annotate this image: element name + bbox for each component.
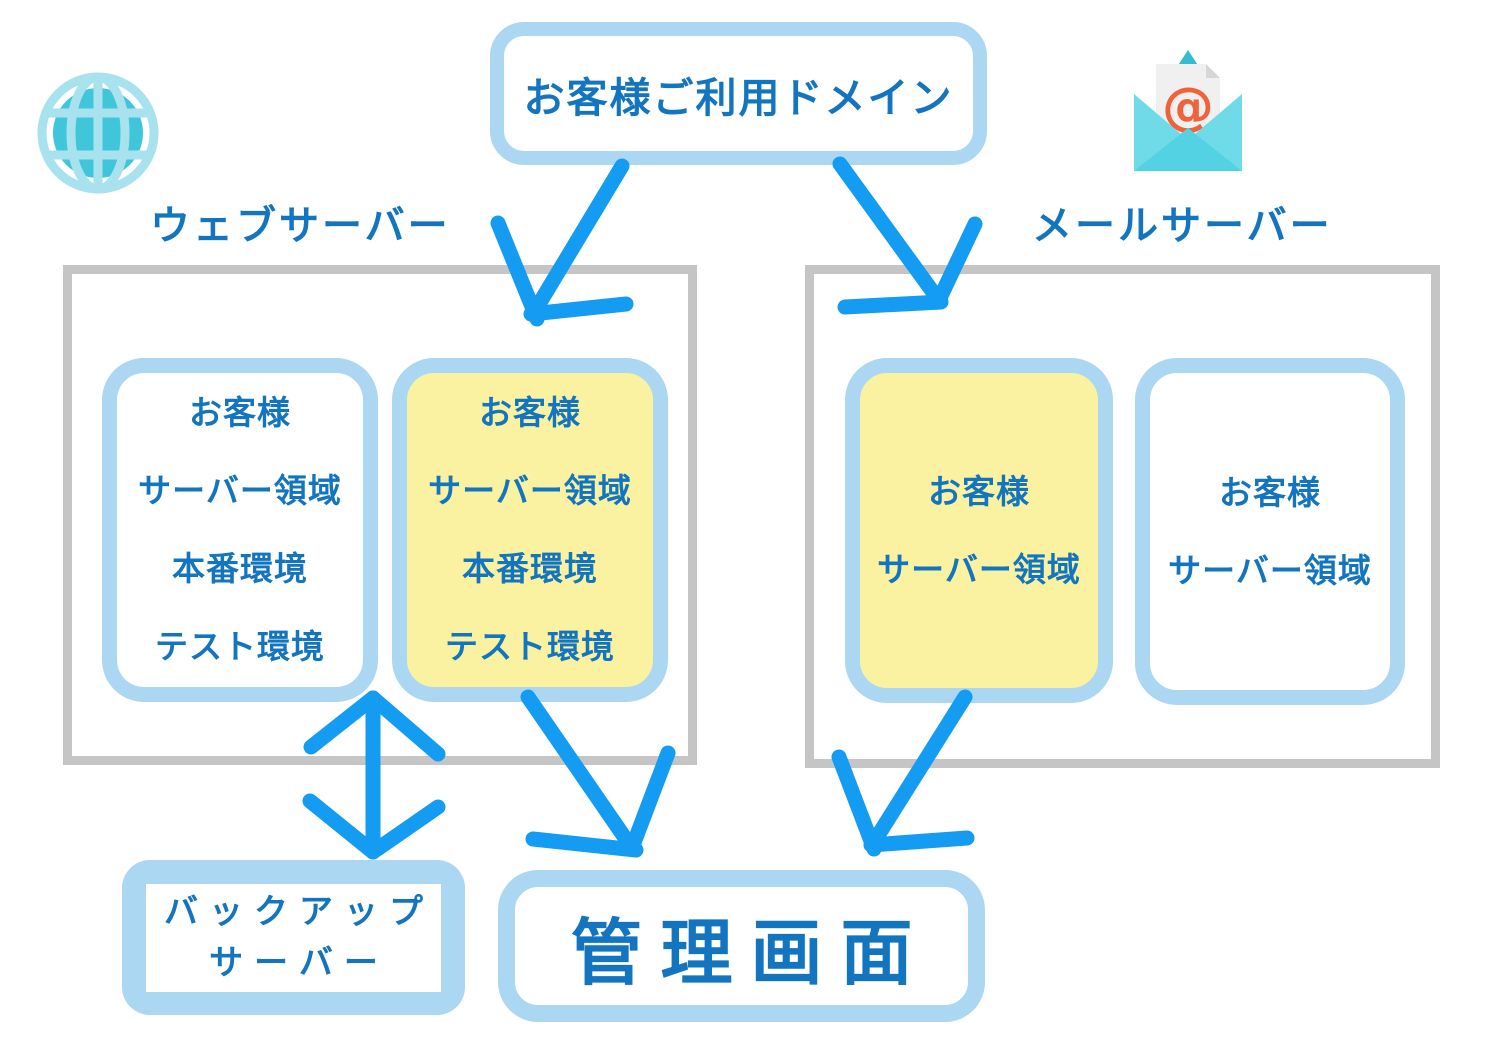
globe-icon xyxy=(35,70,161,196)
box-text-line: 本番環境 xyxy=(172,549,308,588)
backup-server-node: バックアップ サーバー xyxy=(122,860,465,1015)
box-text-line: テスト環境 xyxy=(445,627,615,666)
box-text-line: サーバー領域 xyxy=(877,549,1081,589)
box-text-line: テスト環境 xyxy=(155,627,325,666)
mail-customer-area-box-highlighted: お客様 サーバー領域 xyxy=(845,358,1113,703)
box-text-line: サーバー領域 xyxy=(1168,550,1372,590)
backup-server-label: バックアップ xyxy=(164,891,434,932)
customer-domain-node: お客様ご利用ドメイン xyxy=(490,22,987,165)
web-customer-area-box: お客様 サーバー領域 本番環境 テスト環境 xyxy=(102,358,378,702)
box-text-line: お客様 xyxy=(928,471,1030,511)
box-text-line: お客様 xyxy=(479,393,581,432)
customer-domain-label: お客様ご利用ドメイン xyxy=(523,73,954,122)
box-text-line: お客様 xyxy=(189,393,291,432)
web-server-label: ウェブサーバー xyxy=(150,203,451,249)
web-customer-area-box-highlighted: お客様 サーバー領域 本番環境 テスト環境 xyxy=(392,358,668,702)
box-text-line: サーバー領域 xyxy=(138,471,342,510)
mail-icon: @ xyxy=(1118,36,1258,176)
mail-server-frame xyxy=(805,265,1440,768)
admin-screen-node: 管理画面 xyxy=(498,870,985,1022)
backup-server-inner: バックアップ サーバー xyxy=(146,883,441,992)
box-text-line: お客様 xyxy=(1219,472,1321,512)
admin-screen-label: 管理画面 xyxy=(570,910,931,995)
mail-customer-area-box: お客様 サーバー領域 xyxy=(1135,358,1405,705)
backup-server-label: サーバー xyxy=(209,942,389,983)
mail-server-label: メールサーバー xyxy=(1032,203,1333,249)
box-text-line: 本番環境 xyxy=(462,549,598,588)
box-text-line: サーバー領域 xyxy=(428,471,632,510)
